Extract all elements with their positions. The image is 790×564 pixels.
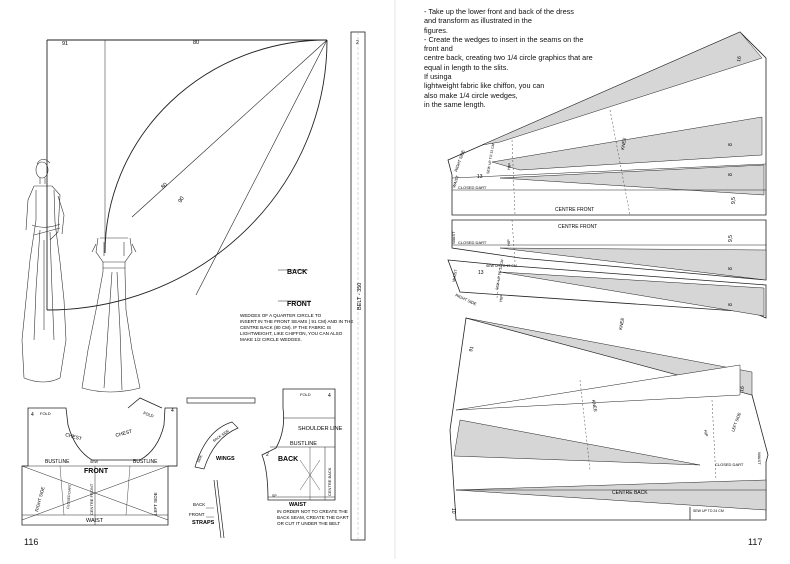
- p4-16: 16: [739, 386, 746, 393]
- p1-hip: HIP: [506, 162, 512, 170]
- svg-text:IN ORDER NOT TO CREATE THE: IN ORDER NOT TO CREATE THE: [277, 509, 348, 514]
- back-waist: WAIST: [289, 502, 307, 508]
- belt-top-mark: 2: [356, 40, 359, 46]
- front-chest-left: CHEST: [64, 432, 82, 442]
- page-number-right: 117: [748, 537, 763, 547]
- pattern-front-right-side-2: [447, 259, 767, 319]
- pattern-front-right-side: [447, 31, 767, 216]
- back-centre-back: CENTRE BACK: [327, 467, 332, 496]
- front-left-side: LEFT SIDE: [153, 492, 158, 515]
- belt-pattern: [350, 31, 366, 541]
- wings-label: WINGS: [216, 456, 235, 462]
- back-bodice-note: IN ORDER NOT TO CREATE THE BACK SEAM, CR…: [277, 509, 349, 526]
- p3-knee: KNEE: [618, 317, 625, 330]
- p3-8: 8: [728, 303, 734, 306]
- p1-waist: WAIST: [451, 174, 460, 188]
- p2-waist: WAIST: [451, 231, 456, 244]
- dim-90-radius: 90: [178, 196, 186, 204]
- p4-sew: SEW UP TO 24 CM: [693, 509, 724, 513]
- back-fold: FOLD: [300, 392, 311, 397]
- p4-hip: HIP: [703, 429, 709, 437]
- back-bodice-pattern: [261, 388, 336, 501]
- p1-closed-dart: CLOSED DART: [458, 185, 487, 190]
- dim-80-radius: 80: [160, 182, 169, 191]
- dim-80-top: 80: [193, 40, 199, 46]
- p3-right-side: RIGHT SIDE: [455, 292, 478, 306]
- p1-centre-front: CENTRE FRONT: [555, 207, 594, 213]
- front-label: FRONT: [84, 468, 109, 475]
- front-num-4a: 4: [31, 412, 34, 418]
- front-sew: SEW: [90, 460, 99, 464]
- svg-text:LIGHTWEIGHT, LIKE CHIFFON, YOU: LIGHTWEIGHT, LIKE CHIFFON, YOU CAN ALSO: [240, 331, 343, 336]
- front-waist: WAIST: [86, 518, 104, 524]
- p1-knee: KNEE: [620, 137, 627, 150]
- p4-centre-back: CENTRE BACK: [612, 490, 648, 496]
- instructions-text: - Take up the lower front and back of th…: [424, 7, 593, 109]
- label-front: FRONT: [287, 301, 312, 308]
- p4-knee: KNEE: [591, 399, 598, 412]
- p2-closed-dart: CLOSED DART: [458, 240, 487, 245]
- front-bodice-pattern: [21, 397, 178, 526]
- p1-8b: 8: [728, 173, 734, 176]
- back-bustline: BUSTLINE: [290, 441, 317, 447]
- back-shoulder-line: SHOULDER LINE: [298, 426, 343, 432]
- p3-sew: SEW UP TO 13 CM: [486, 264, 517, 268]
- p1-95: 9,5: [731, 197, 737, 204]
- svg-text:BACK SEAM, CREATE THE DART: BACK SEAM, CREATE THE DART: [277, 515, 349, 520]
- wings-pattern: [186, 397, 256, 470]
- front-closed-dart: CLOSED DART: [66, 483, 72, 509]
- quarter-circle-pattern: [46, 39, 328, 311]
- front-centre-front: CENTRE FRONT: [89, 483, 94, 515]
- front-fold-label: FOLD: [40, 411, 51, 416]
- back-label: BACK: [278, 456, 298, 463]
- svg-text:WEDGES OF A QUARTER CIRCLE TO: WEDGES OF A QUARTER CIRCLE TO: [240, 313, 322, 318]
- belt-label: BELT - 350: [357, 283, 363, 310]
- label-back: BACK: [287, 269, 307, 276]
- p2-8: 8: [728, 267, 734, 270]
- p4-10: 10: [450, 508, 456, 514]
- back-sp: SP: [272, 494, 277, 498]
- fashion-sketch-dress: [81, 237, 141, 393]
- p3-sew-2: SEW UP TO 13 CM: [495, 259, 504, 290]
- p3-13: 13: [478, 270, 484, 276]
- dim-91: 91: [62, 41, 68, 47]
- p3-waist: WAIST: [451, 268, 458, 282]
- front-num-4b: 4: [171, 408, 174, 414]
- straps-pattern: [206, 479, 225, 539]
- p4-waist: WAIST: [757, 452, 762, 465]
- p4-91: 91: [468, 345, 475, 352]
- p4-closed-dart: CLOSED DART: [715, 462, 744, 467]
- front-fold-label-2: FOLD: [143, 410, 155, 418]
- pattern-back-left-side: [449, 317, 769, 521]
- svg-text:INSERT IN THE FRONT SEAMS ( 91: INSERT IN THE FRONT SEAMS ( 91 CM) AND I…: [240, 319, 353, 324]
- p4-left-side: LEFT SIDE: [730, 411, 742, 432]
- p1-sew: SEW UP TO 13 CM: [486, 143, 495, 174]
- pattern-front-closed-dart: [451, 219, 767, 281]
- p3-hip: HIP: [498, 294, 504, 302]
- front-chest-right: CHEST: [115, 429, 133, 439]
- svg-text:OR CUT IT UNDER THE BELT: OR CUT IT UNDER THE BELT: [277, 521, 340, 526]
- fashion-sketch-figure: [21, 158, 67, 383]
- p1-16: 16: [736, 56, 743, 63]
- page-number-left: 116: [24, 537, 39, 547]
- front-bustline-right: BUSTLINE: [133, 459, 158, 465]
- svg-text:MAKE 1/2 CIRCLE WEDGES.: MAKE 1/2 CIRCLE WEDGES.: [240, 337, 302, 342]
- quarter-circle-note: WEDGES OF A QUARTER CIRCLE TO INSERT IN …: [240, 313, 353, 342]
- back-num-2: 2: [266, 452, 269, 458]
- strap-back-label: BACK: [193, 502, 205, 507]
- front-right-side: RIGHT SIDE: [34, 486, 45, 512]
- strap-front-label: FRONT: [189, 512, 205, 517]
- p2-centre-front: CENTRE FRONT: [558, 224, 597, 230]
- p1-8a: 8: [728, 143, 734, 146]
- straps-label: STRAPS: [192, 520, 215, 526]
- wing-side-text: SIDE: [196, 454, 203, 464]
- p1-13: 13: [477, 174, 483, 180]
- p2-95: 9,5: [728, 235, 734, 242]
- front-bustline-left: BUSTLINE: [45, 459, 70, 465]
- p2-hip: HIP: [506, 239, 511, 246]
- back-num-4: 4: [328, 393, 331, 399]
- svg-text:CENTRE BACK (80 CM). IF THE FA: CENTRE BACK (80 CM). IF THE FABRIC IS: [240, 325, 331, 330]
